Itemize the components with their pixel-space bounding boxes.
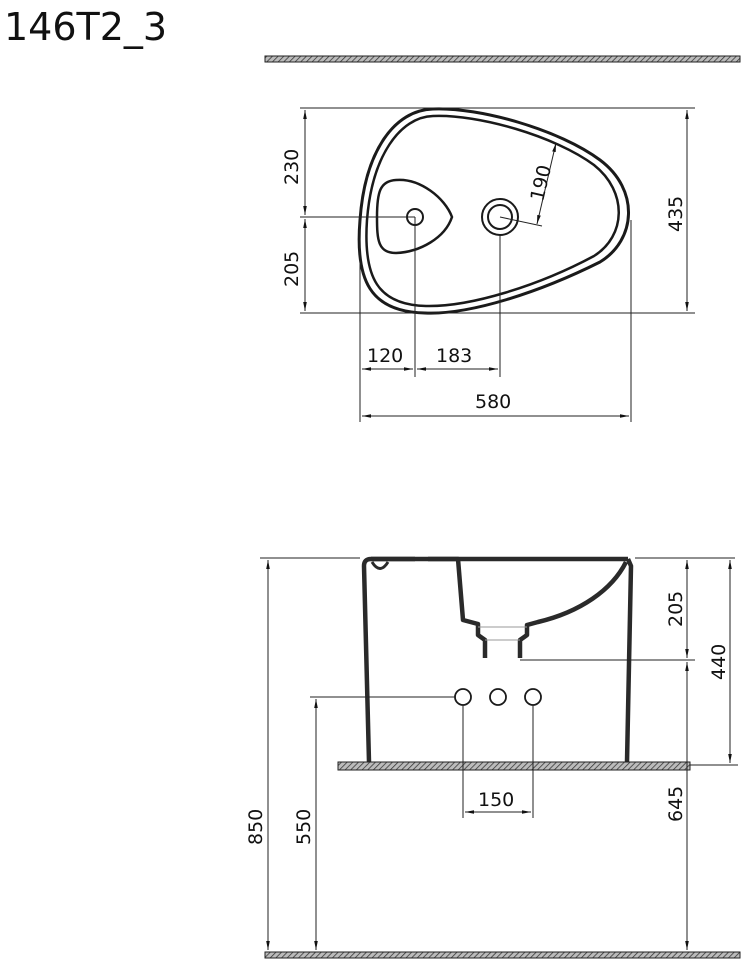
top-view: 230 205 435 120 183 580 190: [281, 107, 695, 422]
dim-850: 850: [245, 809, 267, 845]
dim-580: 580: [475, 391, 511, 413]
bidet-outer-outline: [357, 107, 630, 315]
bidet-bowl: [517, 560, 629, 658]
dim-550: 550: [293, 809, 315, 845]
dim-150: 150: [478, 789, 514, 811]
inlet-hole-left: [454, 688, 472, 706]
inlet-hole-center: [489, 688, 507, 706]
dim-645: 645: [665, 786, 687, 822]
dim-205-top: 205: [281, 251, 303, 287]
dim-120: 120: [367, 345, 403, 367]
bidet-left-wall: [361, 556, 488, 763]
bidet-right-wall: [624, 558, 634, 763]
inlet-hole-right: [524, 688, 542, 706]
drawing-title: 146T2_3: [4, 5, 167, 49]
overflow-recess: [375, 178, 454, 255]
side-view: 850 550 205 440 645 150: [245, 556, 741, 959]
floor-base-plate: [337, 761, 691, 771]
dim-205-side: 205: [665, 591, 687, 627]
wall-line: [264, 55, 741, 63]
dim-435: 435: [665, 196, 687, 232]
bidet-inner-outline: [365, 114, 620, 308]
tap-hole-inner: [487, 204, 513, 230]
floor-line: [264, 951, 741, 959]
dim-190: 190: [526, 163, 556, 203]
dim-230: 230: [281, 149, 303, 185]
dim-183: 183: [436, 345, 472, 367]
dim-440: 440: [708, 644, 730, 680]
